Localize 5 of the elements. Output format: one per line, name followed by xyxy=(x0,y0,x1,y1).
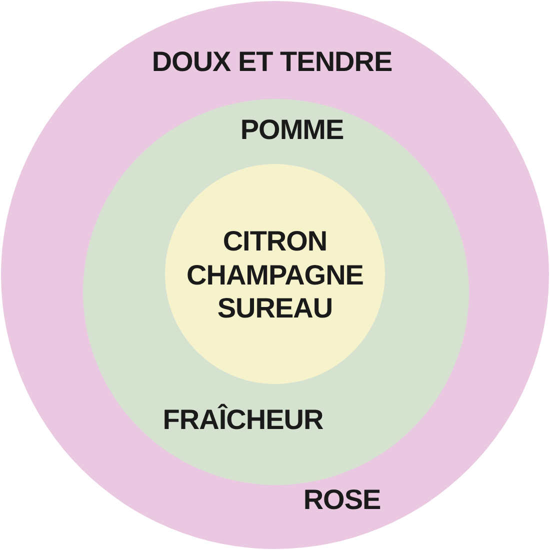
circle-label: DOUX ET TENDRE xyxy=(152,45,392,79)
circle-label: ROSE xyxy=(303,483,381,517)
circle-label: FRAÎCHEUR xyxy=(162,403,324,437)
circle-label: CITRON CHAMPAGNE SUREAU xyxy=(186,224,364,326)
circle-label: POMME xyxy=(240,113,344,147)
